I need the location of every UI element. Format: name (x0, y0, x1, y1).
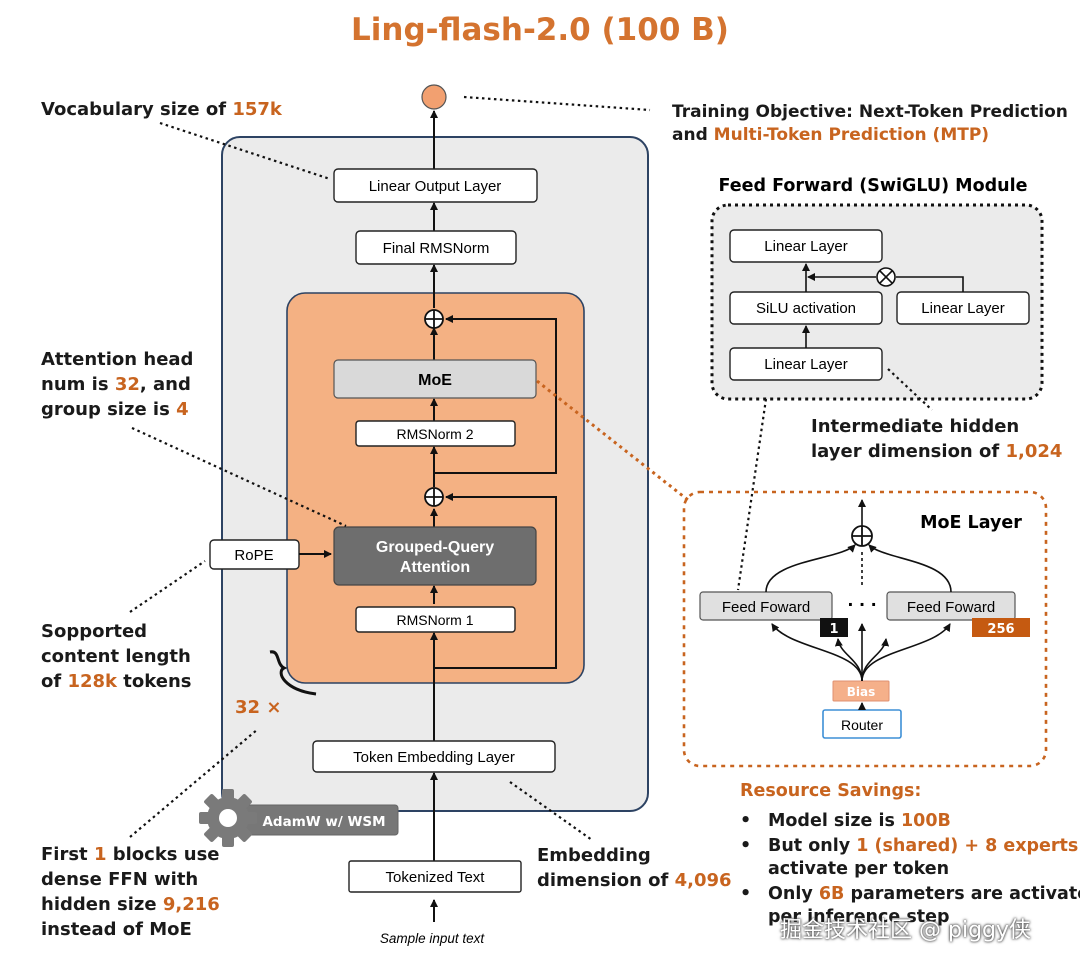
svg-text:Linear Layer: Linear Layer (921, 300, 1004, 317)
svg-text:1: 1 (829, 622, 838, 637)
page-title: Ling-flash-2.0 (100 B) (351, 12, 729, 48)
vocab-annotation: Vocabulary size of 157k (41, 99, 282, 120)
rmsnorm-1 (355, 606, 516, 633)
gear-icon (199, 789, 257, 847)
expert-index-256 (972, 618, 1030, 637)
svg-text:Grouped-Query: Grouped-Query (376, 539, 494, 556)
context-length-annotation: Sopported content length of 128k tokens (41, 621, 192, 692)
repeat-brace (269, 650, 317, 696)
ffn-linear-top (729, 229, 883, 263)
expert-index-1 (820, 618, 848, 637)
list-item: Model size is 100B (736, 810, 1080, 833)
ffn-module-title: Feed Forward (SwiGLU) Module (719, 176, 1028, 196)
rmsnorm-2 (355, 420, 516, 447)
residual-add-icon (424, 487, 444, 507)
resource-savings-list: Model size is 100B But only 1 (shared) +… (736, 810, 1080, 931)
svg-text:RMSNorm 1: RMSNorm 1 (396, 612, 473, 628)
attention-annotation: Attention head num is 32, and group size… (41, 349, 194, 420)
residual-add-icon (424, 309, 444, 329)
list-item: But only 1 (shared) + 8 expertsactivate … (736, 835, 1080, 881)
svg-text:SiLU activation: SiLU activation (756, 300, 856, 317)
svg-text:MoE: MoE (418, 372, 452, 389)
tokenized-text (348, 860, 522, 893)
svg-text:Tokenized Text: Tokenized Text (386, 869, 486, 886)
svg-text:Final RMSNorm: Final RMSNorm (383, 240, 490, 257)
dense-ffn-annotation: First 1 blocks use dense FFN with hidden… (41, 844, 220, 940)
svg-text:256: 256 (987, 622, 1014, 637)
multiply-icon (876, 267, 896, 287)
linear-output-layer (333, 168, 538, 203)
resource-savings-heading: Resource Savings: (740, 781, 922, 801)
svg-text:Attention: Attention (400, 559, 470, 576)
moe-box (333, 359, 537, 399)
training-objective-annotation: Training Objective: Next-Token Predictio… (672, 102, 1068, 145)
svg-text:AdamW w/ WSM: AdamW w/ WSM (262, 814, 385, 830)
intermediate-dim-annotation: Intermediate hidden layer dimension of 1… (811, 416, 1063, 462)
token-embedding-layer (312, 740, 556, 773)
sample-input-text: Sample input text (380, 931, 486, 946)
svg-text:Feed Foward: Feed Foward (907, 599, 995, 616)
moe-layer-title: MoE Layer (920, 513, 1022, 533)
svg-text:Linear Layer: Linear Layer (764, 238, 847, 255)
svg-text:Linear Output Layer: Linear Output Layer (369, 178, 502, 195)
repeat-count: 32 × (235, 697, 281, 718)
final-rmsnorm (355, 230, 517, 265)
svg-text:Router: Router (841, 717, 883, 733)
svg-text:Token Embedding Layer: Token Embedding Layer (353, 749, 515, 766)
svg-text:RMSNorm 2: RMSNorm 2 (396, 426, 473, 442)
output-token-circle (421, 84, 447, 110)
watermark: 掘金技术社区 @ piggy侠 (780, 918, 1032, 943)
svg-text:Feed Foward: Feed Foward (722, 599, 810, 616)
grouped-query-attention (333, 526, 537, 586)
bias-box (832, 680, 890, 702)
svg-text:RoPE: RoPE (234, 547, 273, 564)
svg-text:Bias: Bias (847, 685, 876, 699)
embedding-annotation: Embedding dimension of 4,096 (537, 845, 732, 891)
experts-ellipsis: · · · (847, 595, 876, 614)
moe-sum-icon (851, 525, 873, 547)
svg-text:Linear Layer: Linear Layer (764, 356, 847, 373)
